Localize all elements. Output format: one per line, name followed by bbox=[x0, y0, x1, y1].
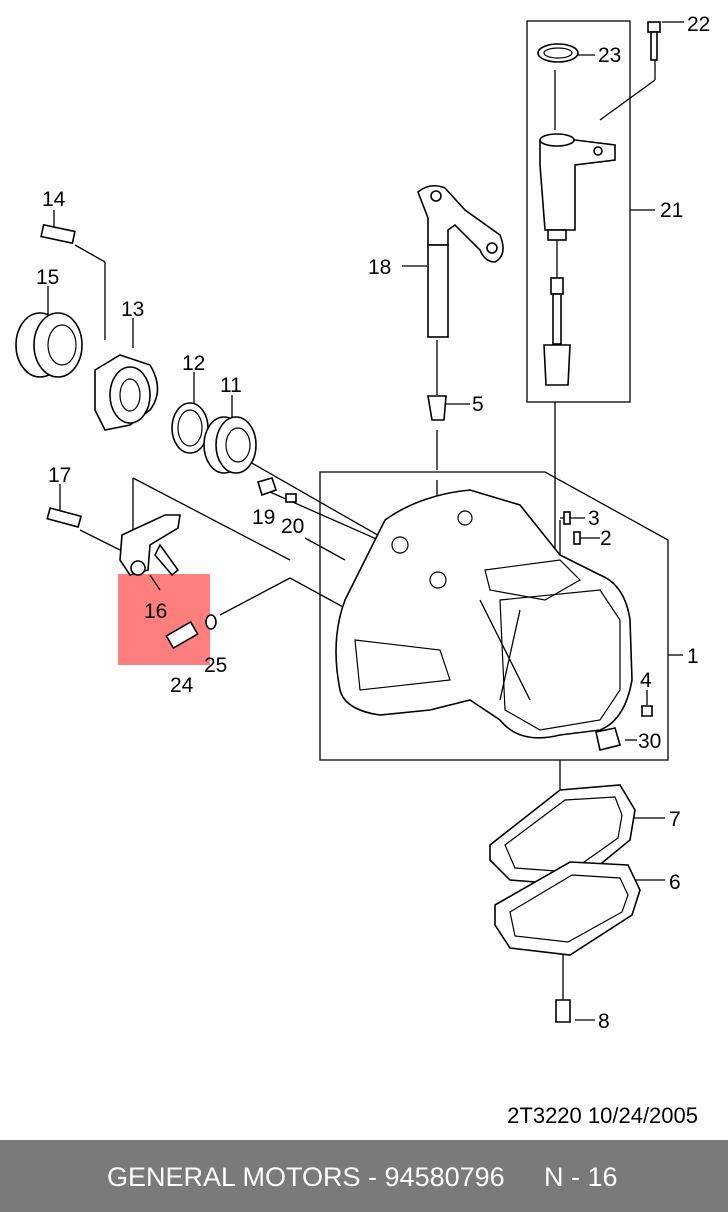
callout-25: 25 bbox=[204, 654, 227, 677]
callout-4: 4 bbox=[640, 669, 652, 692]
highlight-box bbox=[118, 574, 210, 665]
callout-7: 7 bbox=[669, 808, 681, 831]
speedometer-gear-assembly bbox=[537, 21, 661, 386]
callout-19: 19 bbox=[252, 506, 275, 529]
footer-bar: GENERAL MOTORS - 94580796 N - 16 bbox=[0, 1140, 728, 1212]
callout-16: 16 bbox=[144, 600, 167, 623]
speedometer-group-box bbox=[526, 20, 631, 403]
release-bearing-parts bbox=[15, 223, 257, 474]
oil-pan-parts bbox=[489, 784, 641, 1023]
callout-2: 2 bbox=[600, 527, 612, 550]
callout-30: 30 bbox=[638, 730, 661, 753]
shift-shaft bbox=[417, 184, 504, 421]
document-reference: 2T3220 10/24/2005 bbox=[507, 1103, 698, 1128]
callout-13: 13 bbox=[121, 298, 144, 321]
callout-22: 22 bbox=[687, 13, 710, 36]
housing-group-outline bbox=[319, 471, 669, 761]
housing-hardware bbox=[563, 511, 653, 751]
callout-labels: 1 2 3 4 5 6 7 8 11 12 13 14 15 16 17 18 … bbox=[36, 13, 710, 1033]
footer-part-number: GENERAL MOTORS - 94580796 bbox=[107, 1162, 505, 1192]
callout-11: 11 bbox=[220, 374, 242, 397]
fork-and-sensor-parts bbox=[46, 477, 297, 650]
callout-6: 6 bbox=[669, 871, 681, 894]
callout-20: 20 bbox=[281, 515, 304, 538]
callout-12: 12 bbox=[182, 352, 205, 375]
footer-page-ref: N - 16 bbox=[544, 1162, 618, 1192]
callout-8: 8 bbox=[598, 1010, 610, 1033]
transaxle-housing bbox=[335, 489, 633, 739]
callout-3: 3 bbox=[588, 507, 600, 530]
callout-15: 15 bbox=[36, 266, 59, 289]
callout-18: 18 bbox=[368, 256, 391, 279]
callout-21: 21 bbox=[660, 199, 683, 222]
callout-17: 17 bbox=[48, 464, 71, 487]
callout-1: 1 bbox=[687, 645, 699, 668]
callout-24: 24 bbox=[170, 674, 194, 697]
callout-5: 5 bbox=[472, 393, 484, 416]
callout-14: 14 bbox=[42, 188, 66, 211]
callout-23: 23 bbox=[598, 44, 621, 67]
exploded-parts-diagram: 1 2 3 4 5 6 7 8 11 12 13 14 15 16 17 18 … bbox=[15, 13, 710, 1033]
